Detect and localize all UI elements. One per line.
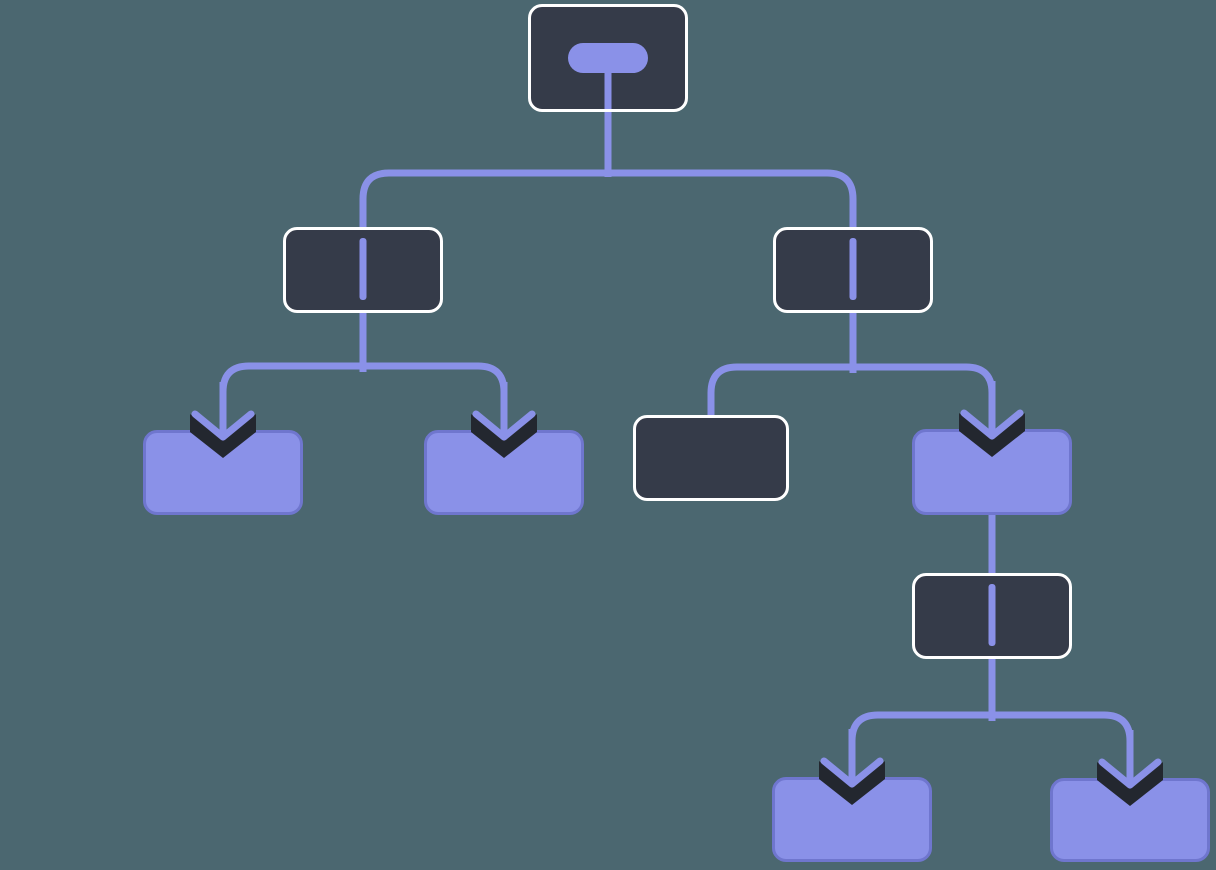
- edge-level2-left-split: [219, 362, 508, 420]
- pass-through-bar: [359, 238, 367, 300]
- pass-node[interactable]: [912, 573, 1072, 659]
- start-pill-icon: [568, 43, 648, 73]
- leaf-node-d[interactable]: [772, 777, 932, 862]
- leaf-node-e[interactable]: [1050, 778, 1210, 862]
- pass-through-bar: [988, 584, 996, 646]
- leaf-node-a[interactable]: [143, 430, 303, 515]
- edge-level3-split: [848, 711, 1134, 768]
- edge-level1-split: [359, 169, 857, 232]
- leaf-node-b[interactable]: [424, 430, 584, 515]
- leaf-node-c[interactable]: [912, 429, 1072, 515]
- pass-through-bar: [849, 238, 857, 300]
- edge-level2-right-split: [707, 363, 996, 420]
- branch-node-left[interactable]: [283, 227, 443, 313]
- dark-leaf-node[interactable]: [633, 415, 789, 501]
- connector-bar: [604, 67, 612, 109]
- branch-node-right[interactable]: [773, 227, 933, 313]
- root-node[interactable]: [528, 4, 688, 112]
